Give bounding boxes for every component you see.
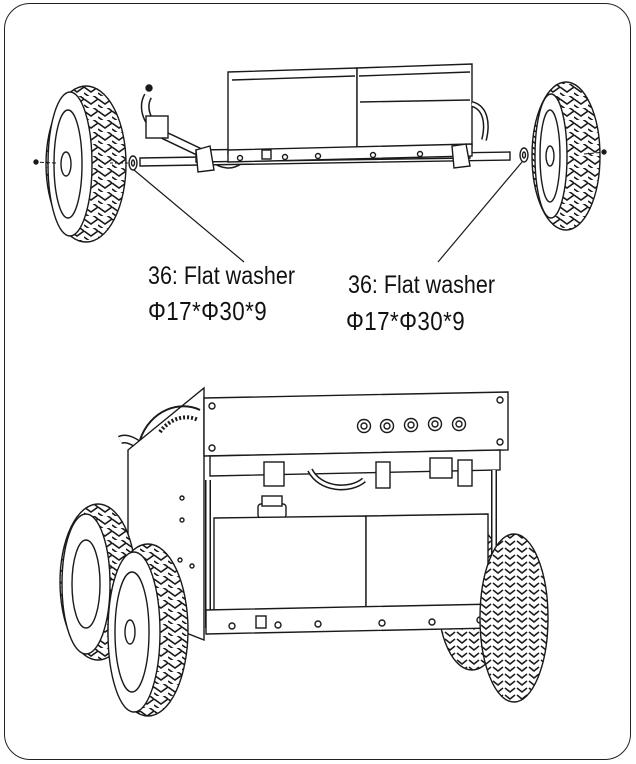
left-leader-line — [133, 169, 245, 263]
right-leader-line — [437, 161, 523, 263]
tanks — [205, 470, 497, 635]
frame-and-tanks — [139, 63, 511, 173]
front-left-wheel — [107, 543, 189, 717]
panel-connectors — [356, 416, 467, 434]
pumps-and-hoses — [209, 449, 501, 519]
right-washer-label: 36: Flat washer — [348, 271, 495, 299]
right-flat-washer — [519, 147, 529, 163]
front-right-wheel — [479, 533, 549, 703]
assembled-view — [59, 386, 549, 717]
exploded-axle-view — [33, 63, 607, 243]
diagram-frame — [4, 3, 631, 760]
left-wheel — [45, 85, 127, 243]
left-washer-dimension: Φ17*Φ30*9 — [148, 296, 268, 326]
control-panel — [203, 391, 509, 457]
callout-leaders — [133, 161, 523, 263]
right-wheel — [531, 81, 601, 231]
left-washer-label: 36: Flat washer — [148, 262, 295, 290]
left-flat-washer — [128, 155, 138, 171]
right-washer-dimension: Φ17*Φ30*9 — [346, 306, 466, 336]
